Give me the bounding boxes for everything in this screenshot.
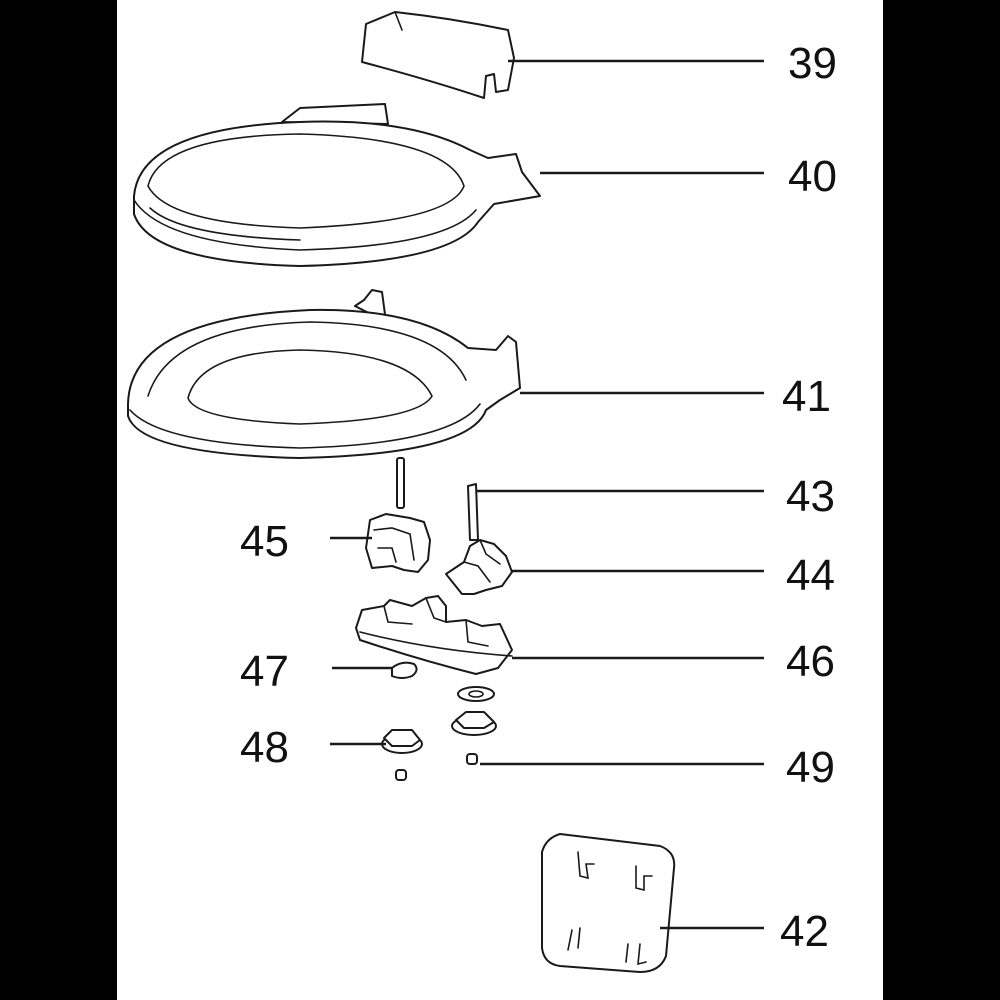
part-46-hinge-base [355,595,513,675]
callout-45: 45 [240,517,289,566]
part-40-lid [133,103,541,267]
callout-47: 47 [240,647,289,696]
callout-42: 42 [780,907,829,956]
washer [457,686,495,702]
part-41-seat-ring [127,289,521,459]
part-48-fixing-nut [381,729,423,754]
part-42-cover-plate [541,833,676,973]
part-47-clip [391,661,418,679]
callout-43: 43 [786,472,835,521]
part-45-hinge-block [365,457,431,573]
fixing-nut [451,711,497,736]
part-43-pin [467,483,479,541]
callout-48: 48 [240,723,289,772]
callout-41: 41 [782,372,831,421]
callout-49: 49 [786,743,835,792]
callout-40: 40 [788,152,837,201]
part-39-hinge-cover [361,11,515,99]
callout-44: 44 [786,551,835,600]
callout-46: 46 [786,637,835,686]
part-44-hinge-block [445,539,513,595]
callout-39: 39 [788,39,837,88]
part-49-small-nut [395,753,478,781]
